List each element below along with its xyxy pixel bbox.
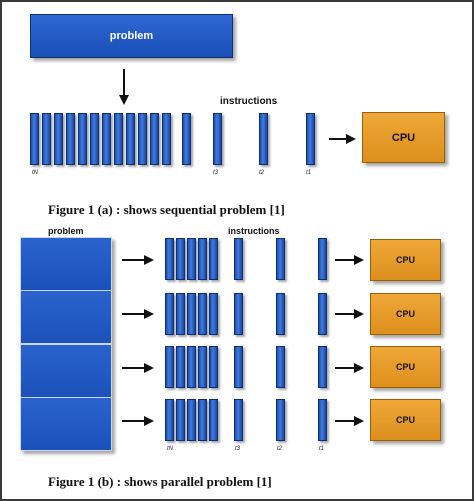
fig-a-instruction-bar xyxy=(150,113,159,165)
fig-b-cpu-label: CPU xyxy=(395,255,415,265)
fig-b-instruction-bar xyxy=(198,399,207,441)
fig-b-problem-grid xyxy=(20,237,112,451)
fig-a-tick-label-t2: t2 xyxy=(259,170,265,176)
fig-b-instruction-bar xyxy=(318,399,327,441)
fig-b-instruction-bar xyxy=(176,293,185,335)
fig-b-problem-part xyxy=(20,397,112,451)
fig-b-instruction-bar xyxy=(276,346,285,388)
fig-a-instruction-bar xyxy=(66,113,75,165)
fig-b-instructions-label: instructions xyxy=(228,226,280,236)
fig-a-instruction-bar xyxy=(306,113,315,165)
fig-b-instruction-bar xyxy=(165,293,174,335)
fig-a-instruction-bar xyxy=(78,113,87,165)
fig-b-instruction-bar xyxy=(187,293,196,335)
fig-a-cpu-box: CPU xyxy=(362,112,445,163)
fig-a-tick-label-t3: t3 xyxy=(213,170,219,176)
fig-a-instruction-bar xyxy=(42,113,51,165)
fig-a-caption: Figure 1 (a) : shows sequential problem … xyxy=(48,202,285,217)
fig-a-instructions-label: instructions xyxy=(220,96,278,107)
fig-a-instruction-bar xyxy=(30,113,39,165)
fig-b-instruction-bar xyxy=(276,293,285,335)
fig-b-instruction-bar xyxy=(198,293,207,335)
fig-a-cpu-label: CPU xyxy=(391,131,416,144)
fig-b-instruction-bar xyxy=(234,346,243,388)
fig-b-instruction-bar xyxy=(176,346,185,388)
fig-b-problem-part xyxy=(20,290,112,344)
fig-b-instruction-bar xyxy=(198,238,207,280)
fig-b-instruction-bar xyxy=(165,238,174,280)
fig-b-instruction-bar xyxy=(165,346,174,388)
fig-b-problem-part xyxy=(20,344,112,398)
fig-b-instruction-bar xyxy=(209,399,218,441)
fig-b-instruction-bar xyxy=(276,399,285,441)
fig-b-instruction-bar xyxy=(234,399,243,441)
fig-b-instruction-bar xyxy=(209,346,218,388)
fig-b-cpu-box-1: CPU xyxy=(370,239,441,281)
fig-b-cpu-label: CPU xyxy=(395,362,415,372)
fig-b-instruction-bar xyxy=(165,399,174,441)
fig-a-instruction-bar xyxy=(182,113,191,165)
fig-b-instruction-bar xyxy=(318,238,327,280)
fig-b-tick-label-t2: t2 xyxy=(277,446,283,452)
fig-b-instruction-bar xyxy=(198,346,207,388)
fig-a-instruction-bar xyxy=(138,113,147,165)
fig-a-instruction-bar xyxy=(114,113,123,165)
fig-a-instruction-bar xyxy=(102,113,111,165)
fig-b-cpu-box-2: CPU xyxy=(370,293,441,335)
fig-b-instruction-bar xyxy=(209,238,218,280)
fig-b-instruction-bar xyxy=(187,399,196,441)
fig-a-instruction-bar xyxy=(162,113,171,165)
fig-b-instruction-bar xyxy=(176,238,185,280)
fig-a-problem-box: problem xyxy=(30,14,233,58)
fig-b-instruction-bar xyxy=(187,346,196,388)
fig-b-tick-label-tN: tN xyxy=(167,446,173,452)
fig-a-instruction-bar xyxy=(213,113,222,165)
fig-b-problem-part xyxy=(20,237,112,291)
fig-a-tick-label-t1: t1 xyxy=(306,170,312,176)
fig-b-instruction-bar xyxy=(209,293,218,335)
fig-b-instruction-bar xyxy=(234,293,243,335)
fig-a-tick-label-tN: tN xyxy=(32,170,38,176)
fig-a-instruction-bar xyxy=(90,113,99,165)
fig-b-instruction-bar xyxy=(234,238,243,280)
fig-b-cpu-label: CPU xyxy=(395,309,415,319)
fig-b-cpu-box-4: CPU xyxy=(370,399,441,441)
fig-b-instruction-bar xyxy=(318,293,327,335)
fig-b-caption: Figure 1 (b) : shows parallel problem [1… xyxy=(48,474,272,489)
fig-b-instruction-bar xyxy=(318,346,327,388)
fig-a-instruction-bar xyxy=(126,113,135,165)
fig-a-instruction-bar xyxy=(259,113,268,165)
fig-b-instruction-bar xyxy=(276,238,285,280)
fig-a-instruction-bar xyxy=(54,113,63,165)
fig-b-instruction-bar xyxy=(187,238,196,280)
fig-b-tick-label-t1: t1 xyxy=(319,446,325,452)
fig-b-cpu-box-3: CPU xyxy=(370,346,441,388)
fig-b-tick-label-t3: t3 xyxy=(235,446,241,452)
fig-b-instruction-bar xyxy=(176,399,185,441)
fig-b-cpu-label: CPU xyxy=(395,415,415,425)
fig-b-problem-label: problem xyxy=(48,226,84,236)
fig-a-problem-label: problem xyxy=(109,30,154,42)
